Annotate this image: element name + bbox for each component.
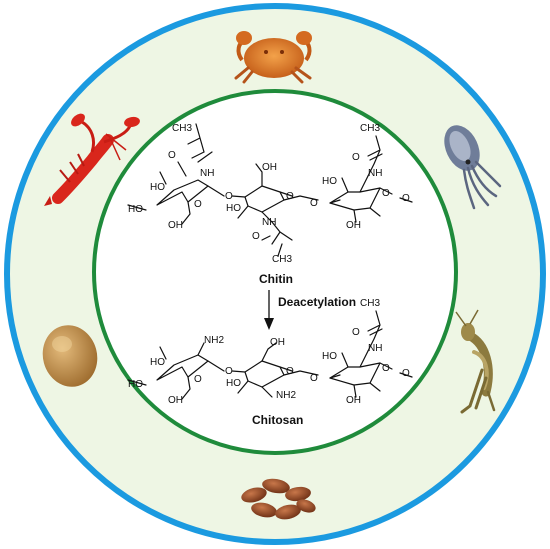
atom: NH xyxy=(368,168,382,179)
chitosan-structure: NH2 HO HO O OH O OH HO O NH2 O CH3 O NH … xyxy=(127,298,413,427)
atom: NH2 xyxy=(276,390,296,401)
atom: O xyxy=(168,150,176,161)
chitosan-bonds xyxy=(127,342,413,400)
atom: O xyxy=(402,193,410,204)
atom: HO xyxy=(150,357,165,368)
atom: CH3 xyxy=(360,298,380,309)
atom: O xyxy=(402,368,410,379)
atom: O xyxy=(194,199,202,210)
atom: O xyxy=(194,374,202,385)
atom: OH xyxy=(168,220,183,231)
atom: O xyxy=(310,198,318,209)
grasshopper-icon xyxy=(455,309,496,414)
atom: NH xyxy=(368,343,382,354)
atom: HO xyxy=(322,176,337,187)
atom: CH3 xyxy=(360,123,380,134)
chitin-acetyl-mid xyxy=(261,221,293,257)
atom: NH xyxy=(262,217,276,228)
atom: O xyxy=(252,231,260,242)
mushroom-icon xyxy=(42,325,98,387)
deacetylation-label: Deacetylation xyxy=(278,295,356,309)
atom: NH2 xyxy=(204,335,224,346)
atom: CH3 xyxy=(172,123,192,134)
atom: OH xyxy=(262,162,277,173)
atom: O xyxy=(382,363,390,374)
atom: O xyxy=(352,327,360,338)
chitin-structure: CH3 O NH HO HO O OH O OH HO O NH O CH3 O… xyxy=(127,123,413,286)
silkworm-pupae-icon xyxy=(241,478,316,520)
atom: HO xyxy=(226,378,241,389)
atom: HO xyxy=(226,203,241,214)
atom: HO xyxy=(128,379,143,390)
chitin-acetyl-right xyxy=(367,135,383,177)
atom: OH xyxy=(270,337,285,348)
chitosan-label: Chitosan xyxy=(252,413,303,427)
crab-icon xyxy=(234,31,312,84)
chitosan-acetyl-right xyxy=(367,310,383,352)
atom: HO xyxy=(128,204,143,215)
chitin-acetyl-left xyxy=(187,123,213,163)
reaction-arrow xyxy=(264,290,274,330)
atom: O xyxy=(225,191,233,202)
atom: CH3 xyxy=(272,254,292,265)
atom: O xyxy=(286,366,294,377)
atom: OH xyxy=(346,395,361,406)
atom: NH xyxy=(200,168,214,179)
atom: OH xyxy=(168,395,183,406)
atom: HO xyxy=(322,351,337,362)
atom: O xyxy=(352,152,360,163)
squid-icon xyxy=(444,125,502,210)
atom: O xyxy=(225,366,233,377)
atom: HO xyxy=(150,182,165,193)
atom: O xyxy=(382,188,390,199)
crayfish-icon xyxy=(44,113,140,206)
atom: O xyxy=(310,373,318,384)
chitin-label: Chitin xyxy=(259,272,293,286)
chitin-bonds xyxy=(127,161,413,225)
atom: O xyxy=(286,191,294,202)
atom: OH xyxy=(346,220,361,231)
